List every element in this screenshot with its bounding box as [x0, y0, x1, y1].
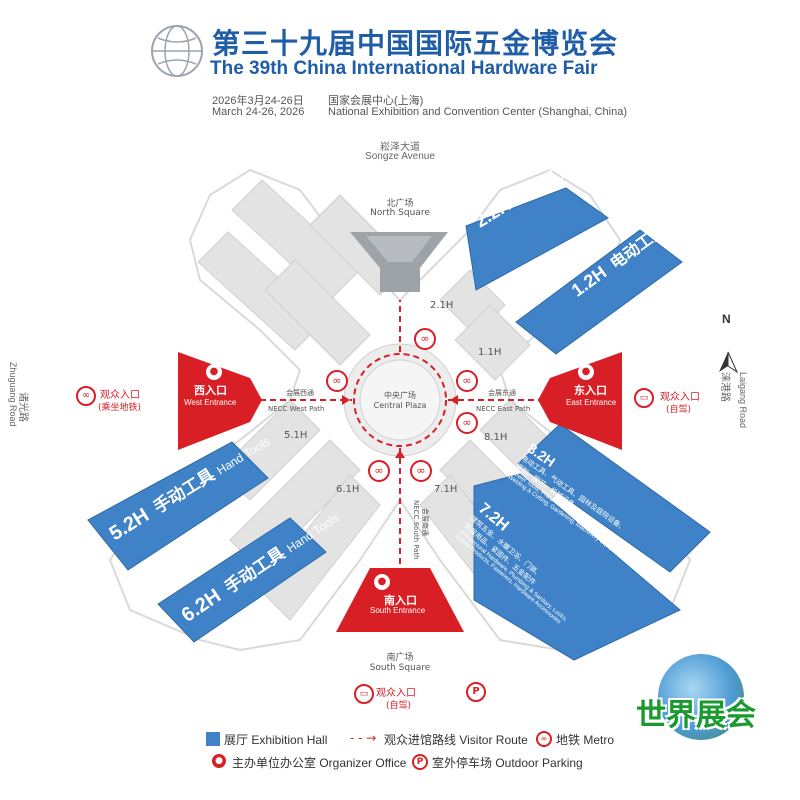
metro-icon: ∞ [414, 328, 436, 350]
north-square-zh: 北广场 [386, 199, 414, 209]
date-chinese: 2026年3月24-26日 [212, 95, 304, 107]
globe-logo-icon [151, 25, 203, 77]
east-entrance-marker: ● [578, 364, 594, 380]
compass-icon [719, 351, 739, 374]
east-entrance-shape[interactable] [538, 352, 622, 450]
south-visitor-entrance-sub: (自驾) [386, 701, 412, 711]
south-visitor-car-icon: ▭ [354, 684, 374, 704]
legend-parking: 室外停车场 Outdoor Parking [432, 756, 583, 770]
central-plaza-inner [359, 359, 441, 441]
central-plaza-en: Central Plaza [373, 401, 427, 410]
east-path-en: NECC East Path [476, 405, 531, 413]
hall-5-2h[interactable] [87, 441, 269, 571]
metro-icon: ∞ [368, 460, 390, 482]
east-entrance-zh: 东入口 [574, 384, 607, 397]
south-entrance-zh: 南入口 [384, 594, 417, 607]
legend-metro: 地铁 Metro [556, 733, 615, 747]
legend-hall-swatch [206, 732, 220, 746]
grey-hall-nw-d [264, 259, 371, 366]
south-visitor-entrance-zh: 观众入口 [376, 688, 416, 699]
road-east-en: Laigang Road [738, 372, 748, 429]
grey-hall-7-1h: 7.1H [434, 484, 458, 495]
south-entrance-shape[interactable] [336, 568, 464, 632]
metro-icon: ∞ [456, 412, 478, 434]
east-entrance-en: East Entrance [566, 398, 617, 407]
hall-2-2h[interactable] [465, 187, 609, 291]
west-entrance-en: West Entrance [184, 398, 237, 407]
west-path-zh: 会展西通 [286, 389, 314, 397]
hall-8-2h[interactable] [517, 423, 711, 573]
south-square-en: South Square [369, 663, 431, 673]
metro-icon: ∞ [456, 370, 478, 392]
grey-hall-8-1h: 8.1H [484, 432, 508, 443]
legend-route: 观众进馆路线 Visitor Route [384, 733, 528, 747]
parking-icon: P [466, 682, 486, 702]
east-path-zh: 会展东通 [488, 389, 516, 397]
legend-office-icon: ● [212, 754, 226, 768]
road-north-en: Songze Avenue [365, 151, 435, 162]
date-english: March 24-26, 2026 [212, 106, 305, 118]
grey-hall-1-1h: 1.1H [478, 347, 502, 358]
fair-logo [148, 22, 206, 80]
legend-route-arrow-icon: - - → [350, 731, 377, 745]
legend-office: 主办单位办公室 Organizer Office [232, 756, 407, 770]
west-entrance-marker: ● [206, 364, 222, 380]
west-entrance-zh: 西入口 [194, 384, 227, 397]
grey-hall-6-1h: 6.1H [336, 484, 360, 495]
legend-hall: 展厅 Exhibition Hall [224, 733, 328, 747]
venue-english: National Exhibition and Convention Cente… [328, 106, 628, 118]
grey-hall-2-1h: 2.1H [430, 300, 454, 311]
hall-1-2h[interactable] [515, 229, 683, 355]
road-west-en: Zhuguang Road [8, 362, 18, 427]
west-visitor-entrance-zh: 观众入口 [100, 390, 140, 401]
north-square-roof [366, 236, 432, 262]
grey-hall-ne-b [454, 304, 531, 381]
legend-metro-icon: ∞ [536, 731, 552, 747]
organizer-office-icon: ● [581, 366, 591, 377]
south-entrance-en: South Entrance [370, 606, 426, 615]
road-east-zh: 涞港路 [719, 372, 730, 402]
south-path-en: NECC South Path [412, 500, 420, 560]
central-plaza-zh: 中央广场 [384, 391, 416, 400]
visitor-route [250, 300, 550, 565]
grey-hall-5-1h: 5.1H [284, 430, 308, 441]
north-square-en: North Square [370, 208, 430, 218]
south-square-zh: 南广场 [386, 653, 414, 663]
east-visitor-entrance-sub: (自驾) [666, 405, 692, 415]
venue-chinese: 国家会展中心(上海) [328, 95, 424, 107]
metro-icon: ∞ [326, 370, 348, 392]
metro-icon: ∞ [410, 460, 432, 482]
road-west-zh: 诸光路 [17, 392, 28, 422]
compass-north-label: N [722, 312, 731, 326]
south-path-zh: 会展南通 [421, 508, 429, 536]
west-path-en: NECC West Path [268, 405, 325, 413]
legend-parking-icon: P [412, 754, 428, 770]
hall-7-2h[interactable] [473, 473, 681, 661]
organizer-office-icon: ● [377, 576, 387, 587]
organizer-office-icon: ● [209, 366, 219, 377]
watermark-text: 世界展会 [636, 698, 756, 733]
watermark-globe-icon [658, 654, 744, 740]
route-arrows [342, 395, 458, 458]
title-english: The 39th China International Hardware Fa… [210, 58, 598, 79]
east-visitor-entrance-zh: 观众入口 [660, 392, 700, 403]
south-entrance-marker: ● [374, 574, 390, 590]
hall-6-2h[interactable] [157, 517, 327, 643]
road-north-zh: 崧泽大道 [380, 142, 420, 153]
west-entrance-shape[interactable] [178, 352, 262, 450]
west-visitor-metro-icon: ∞ [76, 386, 96, 406]
blue-halls [87, 187, 711, 661]
title-chinese: 第三十九届中国国际五金博览会 [212, 27, 619, 60]
west-visitor-entrance-sub: (乘坐地铁) [98, 403, 142, 413]
east-visitor-car-icon: ▭ [634, 388, 654, 408]
